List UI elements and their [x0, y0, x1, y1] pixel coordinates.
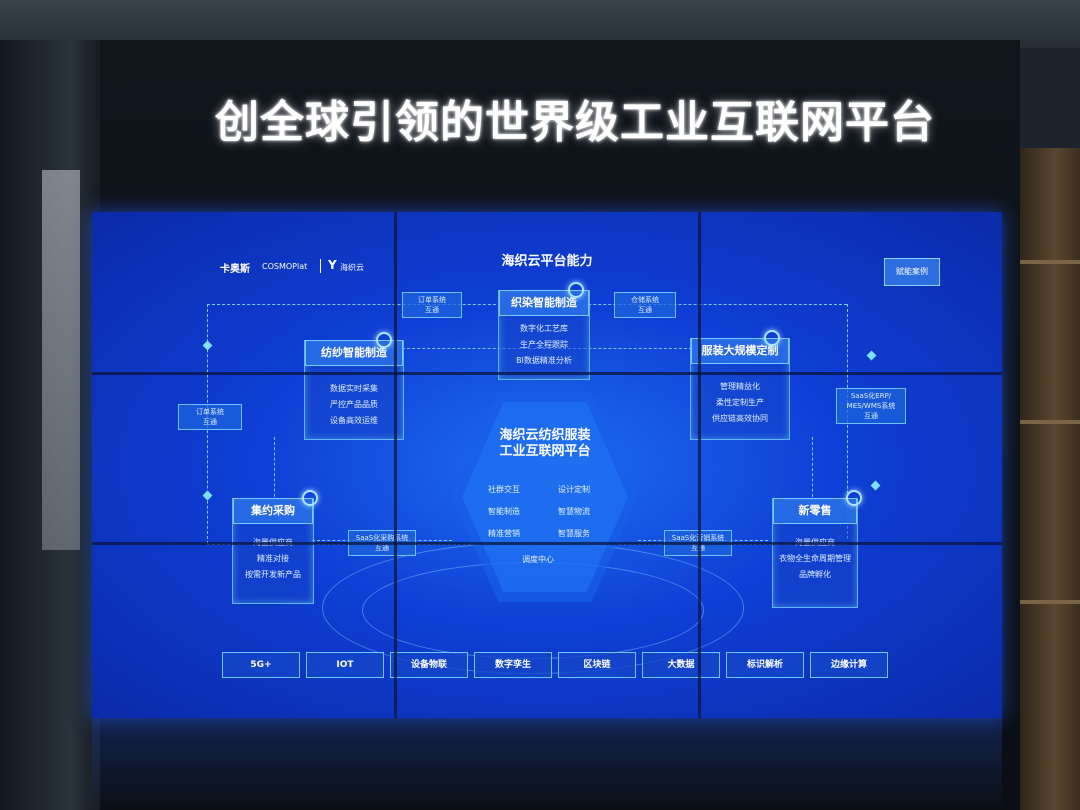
shelf-board	[1018, 600, 1080, 604]
node-weaving: 织染智能制造 数字化工艺库 生产全程跟踪 BI数据精准分析	[498, 290, 590, 380]
node-procurement: 集约采购 海量供应商 精准对接 按需开发新产品	[232, 498, 314, 604]
tech-iot: IOT	[306, 652, 384, 678]
gear-icon	[764, 330, 780, 346]
tech-blockchain: 区块链	[558, 652, 636, 678]
connector-line	[812, 437, 813, 502]
tech-5g: 5G+	[222, 652, 300, 678]
haizhiyun-logo: 海织云	[340, 263, 364, 272]
connector-diamond	[866, 350, 877, 361]
node-retail: 新零售 海量供应商 衣物全生命周期管理 品牌孵化	[772, 498, 858, 608]
tech-digital-twin: 数字孪生	[474, 652, 552, 678]
headline-sign: 创全球引领的世界级工业互联网平台	[215, 97, 935, 148]
tile-bezel	[92, 372, 1002, 375]
tile-bezel	[92, 542, 1002, 545]
node-spinning: 纺纱智能制造 数据实时采集 严控产品品质 设备高效运维	[304, 340, 404, 440]
gear-icon	[376, 332, 392, 348]
tech-identifier-resolution: 标识解析	[726, 652, 804, 678]
floor-reflection	[92, 718, 1002, 810]
gear-icon	[568, 282, 584, 298]
hub-item: 精准营销	[488, 529, 520, 538]
connector-diamond	[202, 340, 213, 351]
tech-device-iot: 设备物联	[390, 652, 468, 678]
screen-title: 海织云平台能力	[501, 254, 593, 269]
tech-edge-computing: 边缘计算	[810, 652, 888, 678]
shelf-board	[1018, 420, 1080, 424]
case-badge: 赋能案例	[884, 258, 940, 286]
warehouse-system-tag: 仓储系统互通	[614, 292, 676, 318]
video-wall-screen: 卡奥斯 COSMOPlat Y 海织云 海织云平台能力 赋能案例 订单系统互通 …	[92, 212, 1002, 718]
connector-diamond	[870, 480, 881, 491]
cosmoplat-logo: COSMOPlat	[262, 262, 308, 271]
hub-item: 设计定制	[558, 485, 590, 494]
node-garment: 服装大规模定制 管理精益化 柔性定制生产 供应链高效协同	[690, 338, 790, 440]
order-system-tag-top: 订单系统互通	[402, 292, 462, 318]
hub-item: 智慧服务	[558, 529, 590, 538]
hub-item: 社群交互	[488, 485, 520, 494]
connector-diamond	[202, 490, 213, 501]
hub-item: 智慧物流	[558, 507, 590, 516]
tech-big-data: 大数据	[642, 652, 720, 678]
hub-item: 调度中心	[522, 555, 554, 564]
wooden-shelf	[1018, 148, 1080, 810]
tile-bezel	[394, 212, 397, 718]
saas-erp-tag: SaaS化ERP/MES/WMS系统互通	[836, 388, 906, 424]
shelf-board	[1018, 260, 1080, 264]
gear-icon	[302, 490, 318, 506]
hub-item: 智能制造	[488, 507, 520, 516]
tile-bezel	[698, 212, 701, 718]
kaos-logo: 卡奥斯	[220, 264, 250, 275]
order-system-tag-left: 订单系统互通	[178, 404, 242, 430]
y-logo-icon: Y	[328, 258, 337, 272]
gear-icon	[846, 490, 862, 506]
hub-title: 海织云纺织服装 工业互联网平台	[499, 428, 591, 459]
connector-line	[274, 437, 275, 507]
logo-divider	[320, 259, 321, 273]
window	[42, 170, 80, 550]
